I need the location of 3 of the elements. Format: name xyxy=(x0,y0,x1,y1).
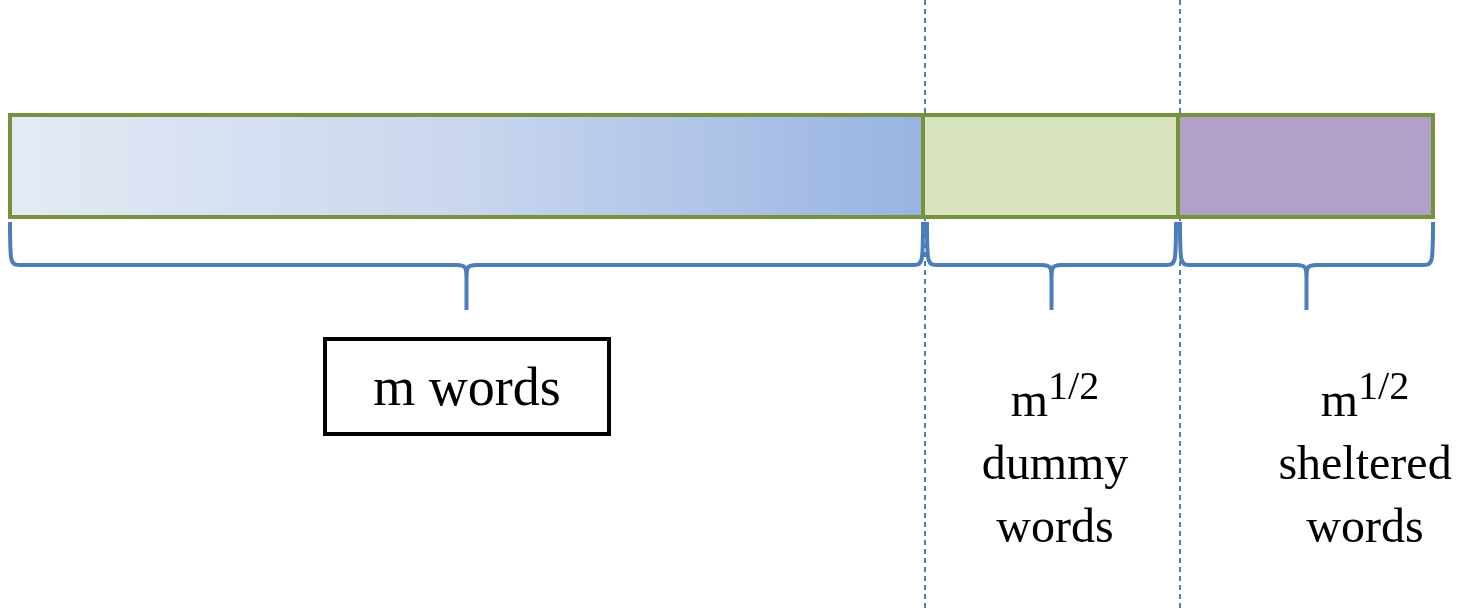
label-text: m$^{1/2}$ dummy words xyxy=(980,362,1130,554)
text-box: m words xyxy=(323,337,611,436)
label-text: m$^{1/2}$ sheltered words xyxy=(1277,362,1453,554)
